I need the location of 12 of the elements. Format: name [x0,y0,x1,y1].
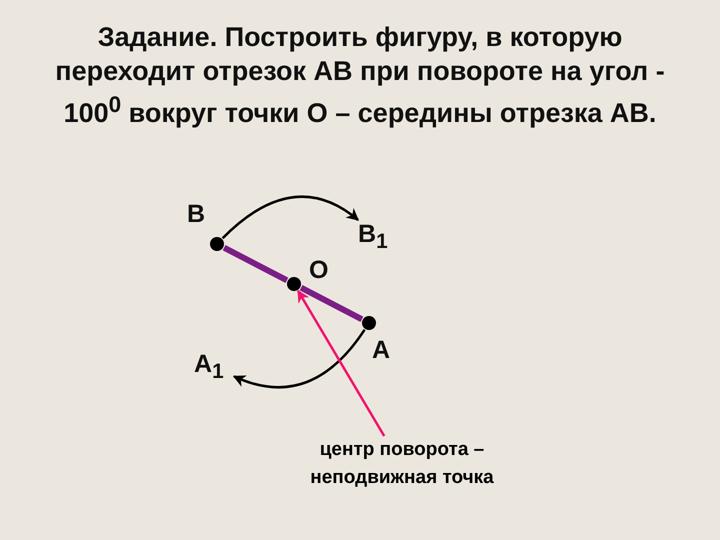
segment-line [222,245,288,283]
point-label: A$_{1}$ [194,350,224,385]
point-label: B$_{1}$ [358,220,388,255]
rotation-arrow [232,328,366,388]
rotation-arrow [222,196,360,240]
point-label: A [372,336,390,364]
point-label: O [309,256,328,284]
leader-arrow [297,290,386,437]
note-text: центр поворота – неподвижная точка [282,436,522,496]
point-label: B [187,200,206,228]
segment-line [300,285,364,322]
title: Задание. Построить фигуру, в которую переходит отрезок АВ при повороте на угол - 100$^{0}$ вокруг точки О – середины отрезка АВ. [54,21,666,130]
